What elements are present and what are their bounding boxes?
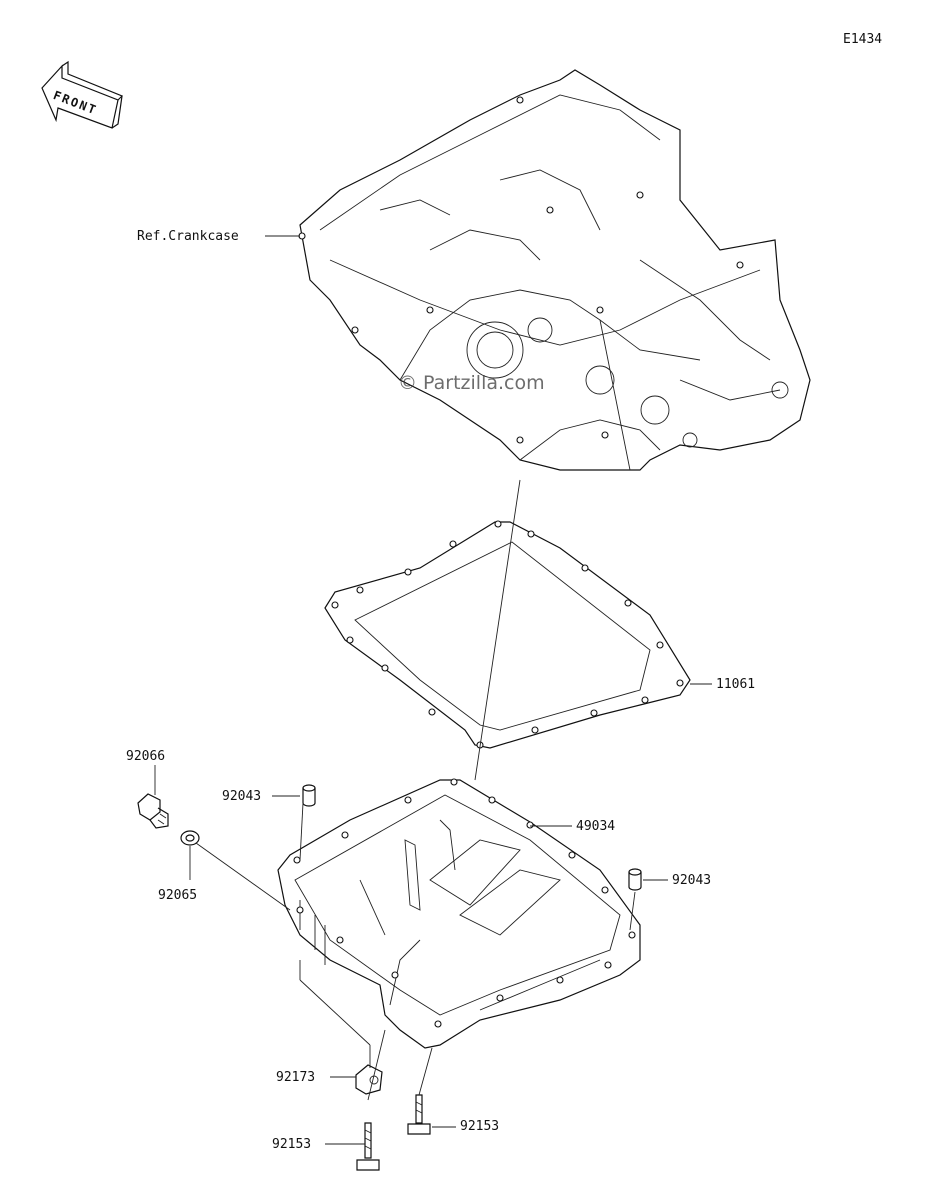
callout-92065[interactable]: 92065 — [158, 888, 198, 903]
oil-pan-gasket-drawing — [324, 520, 691, 749]
leader-lines — [154, 235, 712, 1145]
watermark: © Partzilla.com — [398, 372, 545, 394]
pipe-drawing — [355, 1064, 383, 1095]
front-arrow-icon — [41, 60, 124, 129]
callout-92043-right[interactable]: 92043 — [672, 873, 712, 888]
dowel-pin-left-drawing — [302, 784, 316, 807]
callout-49034[interactable]: 49034 — [576, 819, 616, 834]
diagram-id: E1434 — [843, 32, 883, 47]
callout-92043-left[interactable]: 92043 — [222, 789, 262, 804]
washer-drawing — [180, 830, 200, 846]
oil-pan-drawing — [277, 778, 641, 1049]
callout-92153-right[interactable]: 92153 — [460, 1119, 500, 1134]
callout-ref-crankcase: Ref.Crankcase — [137, 229, 239, 244]
drain-plug-drawing — [137, 793, 169, 829]
crankcase-drawing — [298, 69, 811, 471]
callout-92153-left[interactable]: 92153 — [272, 1137, 312, 1152]
callout-11061[interactable]: 11061 — [716, 677, 756, 692]
bolt-right-drawing — [407, 1094, 431, 1135]
callout-92066[interactable]: 92066 — [126, 749, 166, 764]
dowel-pin-right-drawing — [628, 868, 642, 891]
bolt-left-drawing — [356, 1122, 380, 1171]
callout-92173[interactable]: 92173 — [276, 1070, 316, 1085]
